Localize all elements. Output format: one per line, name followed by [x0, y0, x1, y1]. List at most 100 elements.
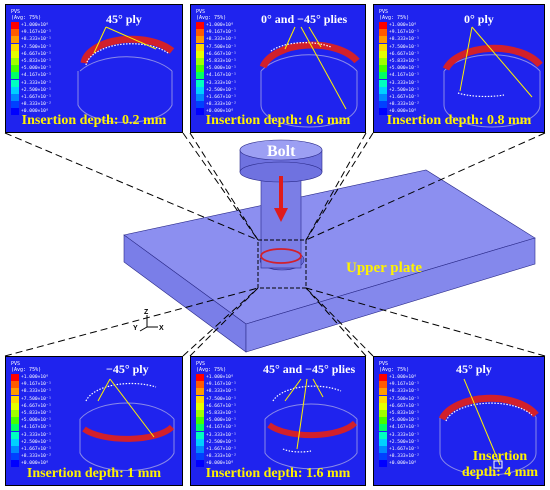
legend-swatch [11, 86, 19, 94]
legend-swatch [11, 50, 19, 58]
legend-row: +5.833×10⁻¹ [196, 58, 256, 66]
legend-row: +5.000×10⁻¹ [196, 65, 256, 73]
legend-row: +5.000×10⁻¹ [379, 65, 439, 73]
legend-row: +1.667×10⁻¹ [379, 445, 439, 453]
legend-swatch [379, 43, 387, 51]
legend-value: +3.333×10⁻¹ [21, 432, 52, 438]
legend-value: +1.667×10⁻¹ [389, 446, 420, 452]
legend-swatch [11, 101, 19, 109]
legend-value: +5.833×10⁻¹ [206, 411, 237, 417]
legend: PVS(Avg: 75%)+1.000×10⁰+9.167×10⁻¹+8.333… [379, 361, 439, 468]
legend-row: +5.833×10⁻¹ [379, 410, 439, 418]
legend-value: +5.833×10⁻¹ [21, 59, 52, 65]
legend-row: +5.833×10⁻¹ [11, 410, 71, 418]
legend-row: +6.667×10⁻¹ [11, 402, 71, 410]
legend-swatch [11, 395, 19, 403]
legend-value: +2.500×10⁻¹ [21, 87, 52, 93]
legend-value: +5.833×10⁻¹ [21, 411, 52, 417]
legend-row: +6.667×10⁻¹ [196, 50, 256, 58]
legend-value: +9.167×10⁻¹ [21, 30, 52, 36]
legend-swatch [379, 445, 387, 453]
legend-swatch [11, 93, 19, 101]
axis-x-label: X [159, 325, 164, 332]
legend-swatch [379, 438, 387, 446]
legend-swatch [379, 460, 387, 468]
legend-value: +8.333×10⁻¹ [21, 37, 52, 43]
insertion-arrow-head [274, 208, 288, 222]
legend-row: +8.333×10⁻² [196, 453, 256, 461]
legend-swatch [11, 424, 19, 432]
legend-swatch [196, 58, 204, 66]
legend-value: +7.500×10⁻¹ [21, 44, 52, 50]
legend-value: +3.333×10⁻¹ [21, 80, 52, 86]
legend-row: +6.667×10⁻¹ [379, 402, 439, 410]
legend-row: +2.500×10⁻¹ [379, 86, 439, 94]
legend-row: +4.167×10⁻¹ [196, 72, 256, 80]
legend-row: +6.667×10⁻¹ [196, 402, 256, 410]
legend-row: +8.333×10⁻² [196, 101, 256, 109]
legend-value: +0.000×10⁰ [206, 461, 234, 467]
legend-value: +1.667×10⁻¹ [389, 94, 420, 100]
panel-depth-0-8mm: PVS(Avg: 75%)+1.000×10⁰+9.167×10⁻¹+8.333… [373, 4, 545, 133]
legend-subtitle: (Avg: 75%) [11, 14, 42, 21]
legend-swatch [11, 36, 19, 44]
legend-swatch [196, 22, 204, 30]
legend-row: +2.500×10⁻¹ [11, 438, 71, 446]
legend-row: +1.000×10⁰ [379, 22, 439, 30]
legend-swatch [196, 43, 204, 51]
legend-value: +5.833×10⁻¹ [206, 59, 237, 65]
legend-row: +8.333×10⁻² [379, 453, 439, 461]
panel-depth-1mm: PVS(Avg: 75%)+1.000×10⁰+9.167×10⁻¹+8.333… [5, 356, 183, 486]
legend-row: +1.000×10⁰ [379, 374, 439, 382]
ply-label: 0° and −45° plies [261, 12, 348, 26]
legend-row: +3.333×10⁻¹ [379, 431, 439, 439]
legend-row: +1.667×10⁻¹ [11, 445, 71, 453]
legend-row: +8.333×10⁻¹ [196, 36, 256, 44]
legend-row: +4.167×10⁻¹ [11, 424, 71, 432]
leader-lines [4, 132, 546, 357]
legend-value: +4.167×10⁻¹ [21, 73, 52, 79]
ply-label: 45° and −45° plies [263, 362, 356, 376]
legend-value: +2.500×10⁻¹ [389, 87, 420, 93]
legend-row: +1.667×10⁻¹ [379, 93, 439, 101]
legend-row: +5.833×10⁻¹ [11, 58, 71, 66]
legend-value: +1.667×10⁻¹ [21, 94, 52, 100]
legend-swatch [196, 36, 204, 44]
legend-value: +1.000×10⁰ [389, 375, 417, 381]
ring-render [79, 378, 175, 471]
legend-row: +1.667×10⁻¹ [196, 93, 256, 101]
legend-row: +0.000×10⁰ [196, 108, 256, 116]
legend-value: +7.500×10⁻¹ [21, 396, 52, 402]
legend-swatch [379, 402, 387, 410]
legend-value: +2.500×10⁻¹ [206, 439, 237, 445]
depth-label: Insertion depth: 1.6 mm [205, 466, 351, 481]
legend-value: +9.167×10⁻¹ [389, 30, 420, 36]
legend-swatch [196, 374, 204, 382]
legend-row: +5.833×10⁻¹ [196, 410, 256, 418]
legend-row: +3.333×10⁻¹ [379, 79, 439, 87]
legend-value: +1.000×10⁰ [21, 375, 49, 381]
legend-value: +0.000×10⁰ [389, 109, 417, 115]
legend-value: +7.500×10⁻¹ [206, 44, 237, 50]
legend-swatch [379, 22, 387, 30]
legend-swatch [379, 431, 387, 439]
panel-depth-4mm: PVS(Avg: 75%)+1.000×10⁰+9.167×10⁻¹+8.333… [373, 356, 545, 486]
legend-swatch [196, 101, 204, 109]
legend-value: +5.833×10⁻¹ [389, 59, 420, 65]
legend-row: +3.333×10⁻¹ [196, 431, 256, 439]
legend-swatch [196, 93, 204, 101]
legend-swatch [379, 424, 387, 432]
legend-value: +6.667×10⁻¹ [21, 51, 52, 57]
legend-swatch [196, 50, 204, 58]
legend-value: +6.667×10⁻¹ [206, 403, 237, 409]
legend-swatch [379, 29, 387, 37]
legend-value: +0.000×10⁰ [21, 461, 49, 467]
legend-value: +8.333×10⁻¹ [389, 37, 420, 43]
depth-label: Insertion depth: 1 mm [26, 466, 162, 481]
legend-row: +1.000×10⁰ [11, 22, 71, 30]
ply-label: 45° ply [456, 362, 492, 376]
legend-swatch [379, 395, 387, 403]
ring-render [264, 378, 358, 470]
legend-swatch [11, 374, 19, 382]
legend-row: +5.833×10⁻¹ [379, 58, 439, 66]
